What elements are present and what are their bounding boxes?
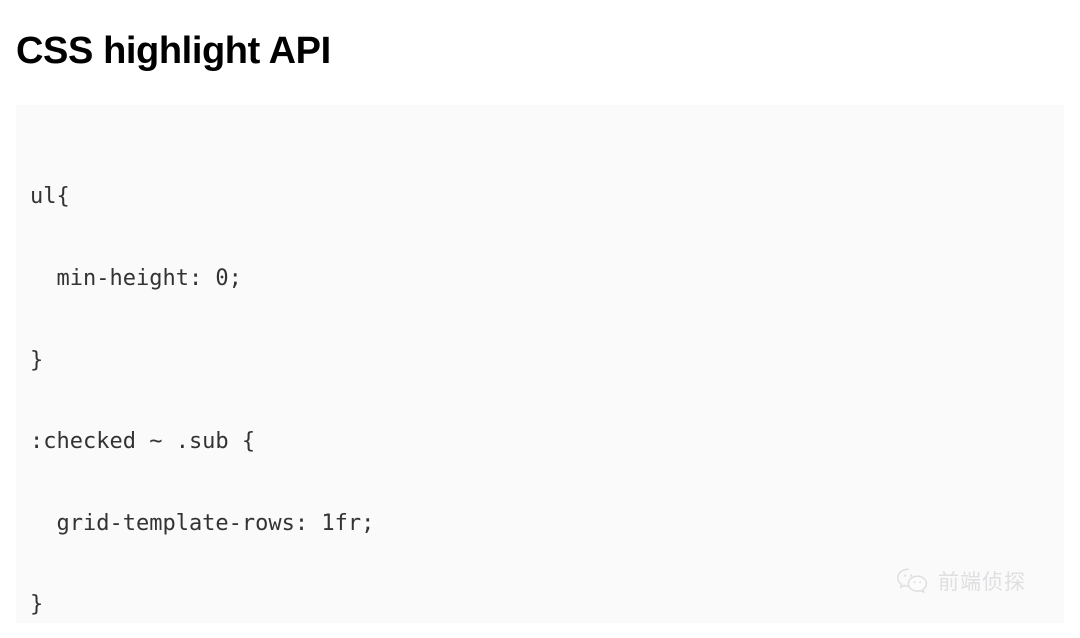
code-line: } — [30, 592, 44, 618]
watermark-label: 前端侦探 — [938, 570, 1026, 594]
wechat-logo-icon — [896, 567, 930, 597]
code-line: } — [30, 347, 44, 373]
code-line: grid-template-rows: 1fr; — [30, 510, 375, 536]
watermark: 前端侦探 — [896, 567, 1026, 597]
code-block: ul{ min-height: 0; } :checked ~ .sub { g… — [16, 105, 1064, 623]
code-line: ul{ — [30, 184, 70, 210]
code-line: min-height: 0; — [30, 266, 242, 291]
code-listing: ul{ min-height: 0; } :checked ~ .sub { g… — [16, 129, 1064, 623]
code-line: :checked ~ .sub { — [30, 429, 256, 455]
page-title: CSS highlight API — [16, 30, 331, 72]
